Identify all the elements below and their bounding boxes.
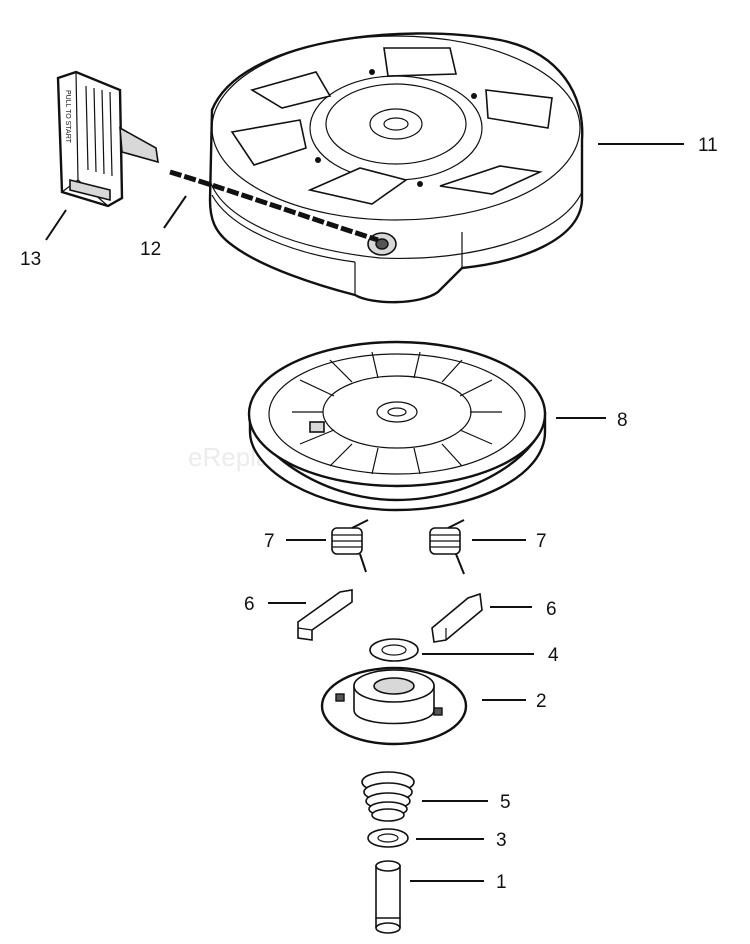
pawl-left-part <box>297 589 353 641</box>
spring-left-part <box>331 519 369 573</box>
handle-text: PULL TO START <box>64 90 71 144</box>
part-label-13: 13 <box>20 249 41 270</box>
part-label-2: 2 <box>536 691 547 712</box>
part-label-8: 8 <box>617 410 628 431</box>
part-label-7-left: 7 <box>264 531 275 552</box>
starter-housing-part <box>208 32 584 304</box>
washer-lower-part <box>367 828 409 848</box>
part-label-12: 12 <box>140 239 161 260</box>
part-label-4: 4 <box>548 645 559 666</box>
part-label-3: 3 <box>496 830 507 851</box>
part-label-5: 5 <box>500 792 511 813</box>
part-label-1: 1 <box>496 872 507 893</box>
starter-handle-part: PULL TO START <box>56 70 159 208</box>
retainer-plate-part <box>320 666 468 746</box>
pulley-part <box>247 340 547 512</box>
starter-rope-part <box>169 169 379 243</box>
part-label-11: 11 <box>698 135 718 156</box>
washer-upper-part <box>369 638 419 662</box>
leader-lines <box>45 143 684 882</box>
pawl-right-part <box>431 592 483 643</box>
spring-right-part <box>429 519 465 575</box>
part-label-7-right: 7 <box>536 531 547 552</box>
center-pin-part <box>375 860 401 934</box>
compression-spring-part <box>361 771 415 822</box>
part-label-6-right: 6 <box>546 599 557 620</box>
part-label-6-left: 6 <box>244 594 255 615</box>
